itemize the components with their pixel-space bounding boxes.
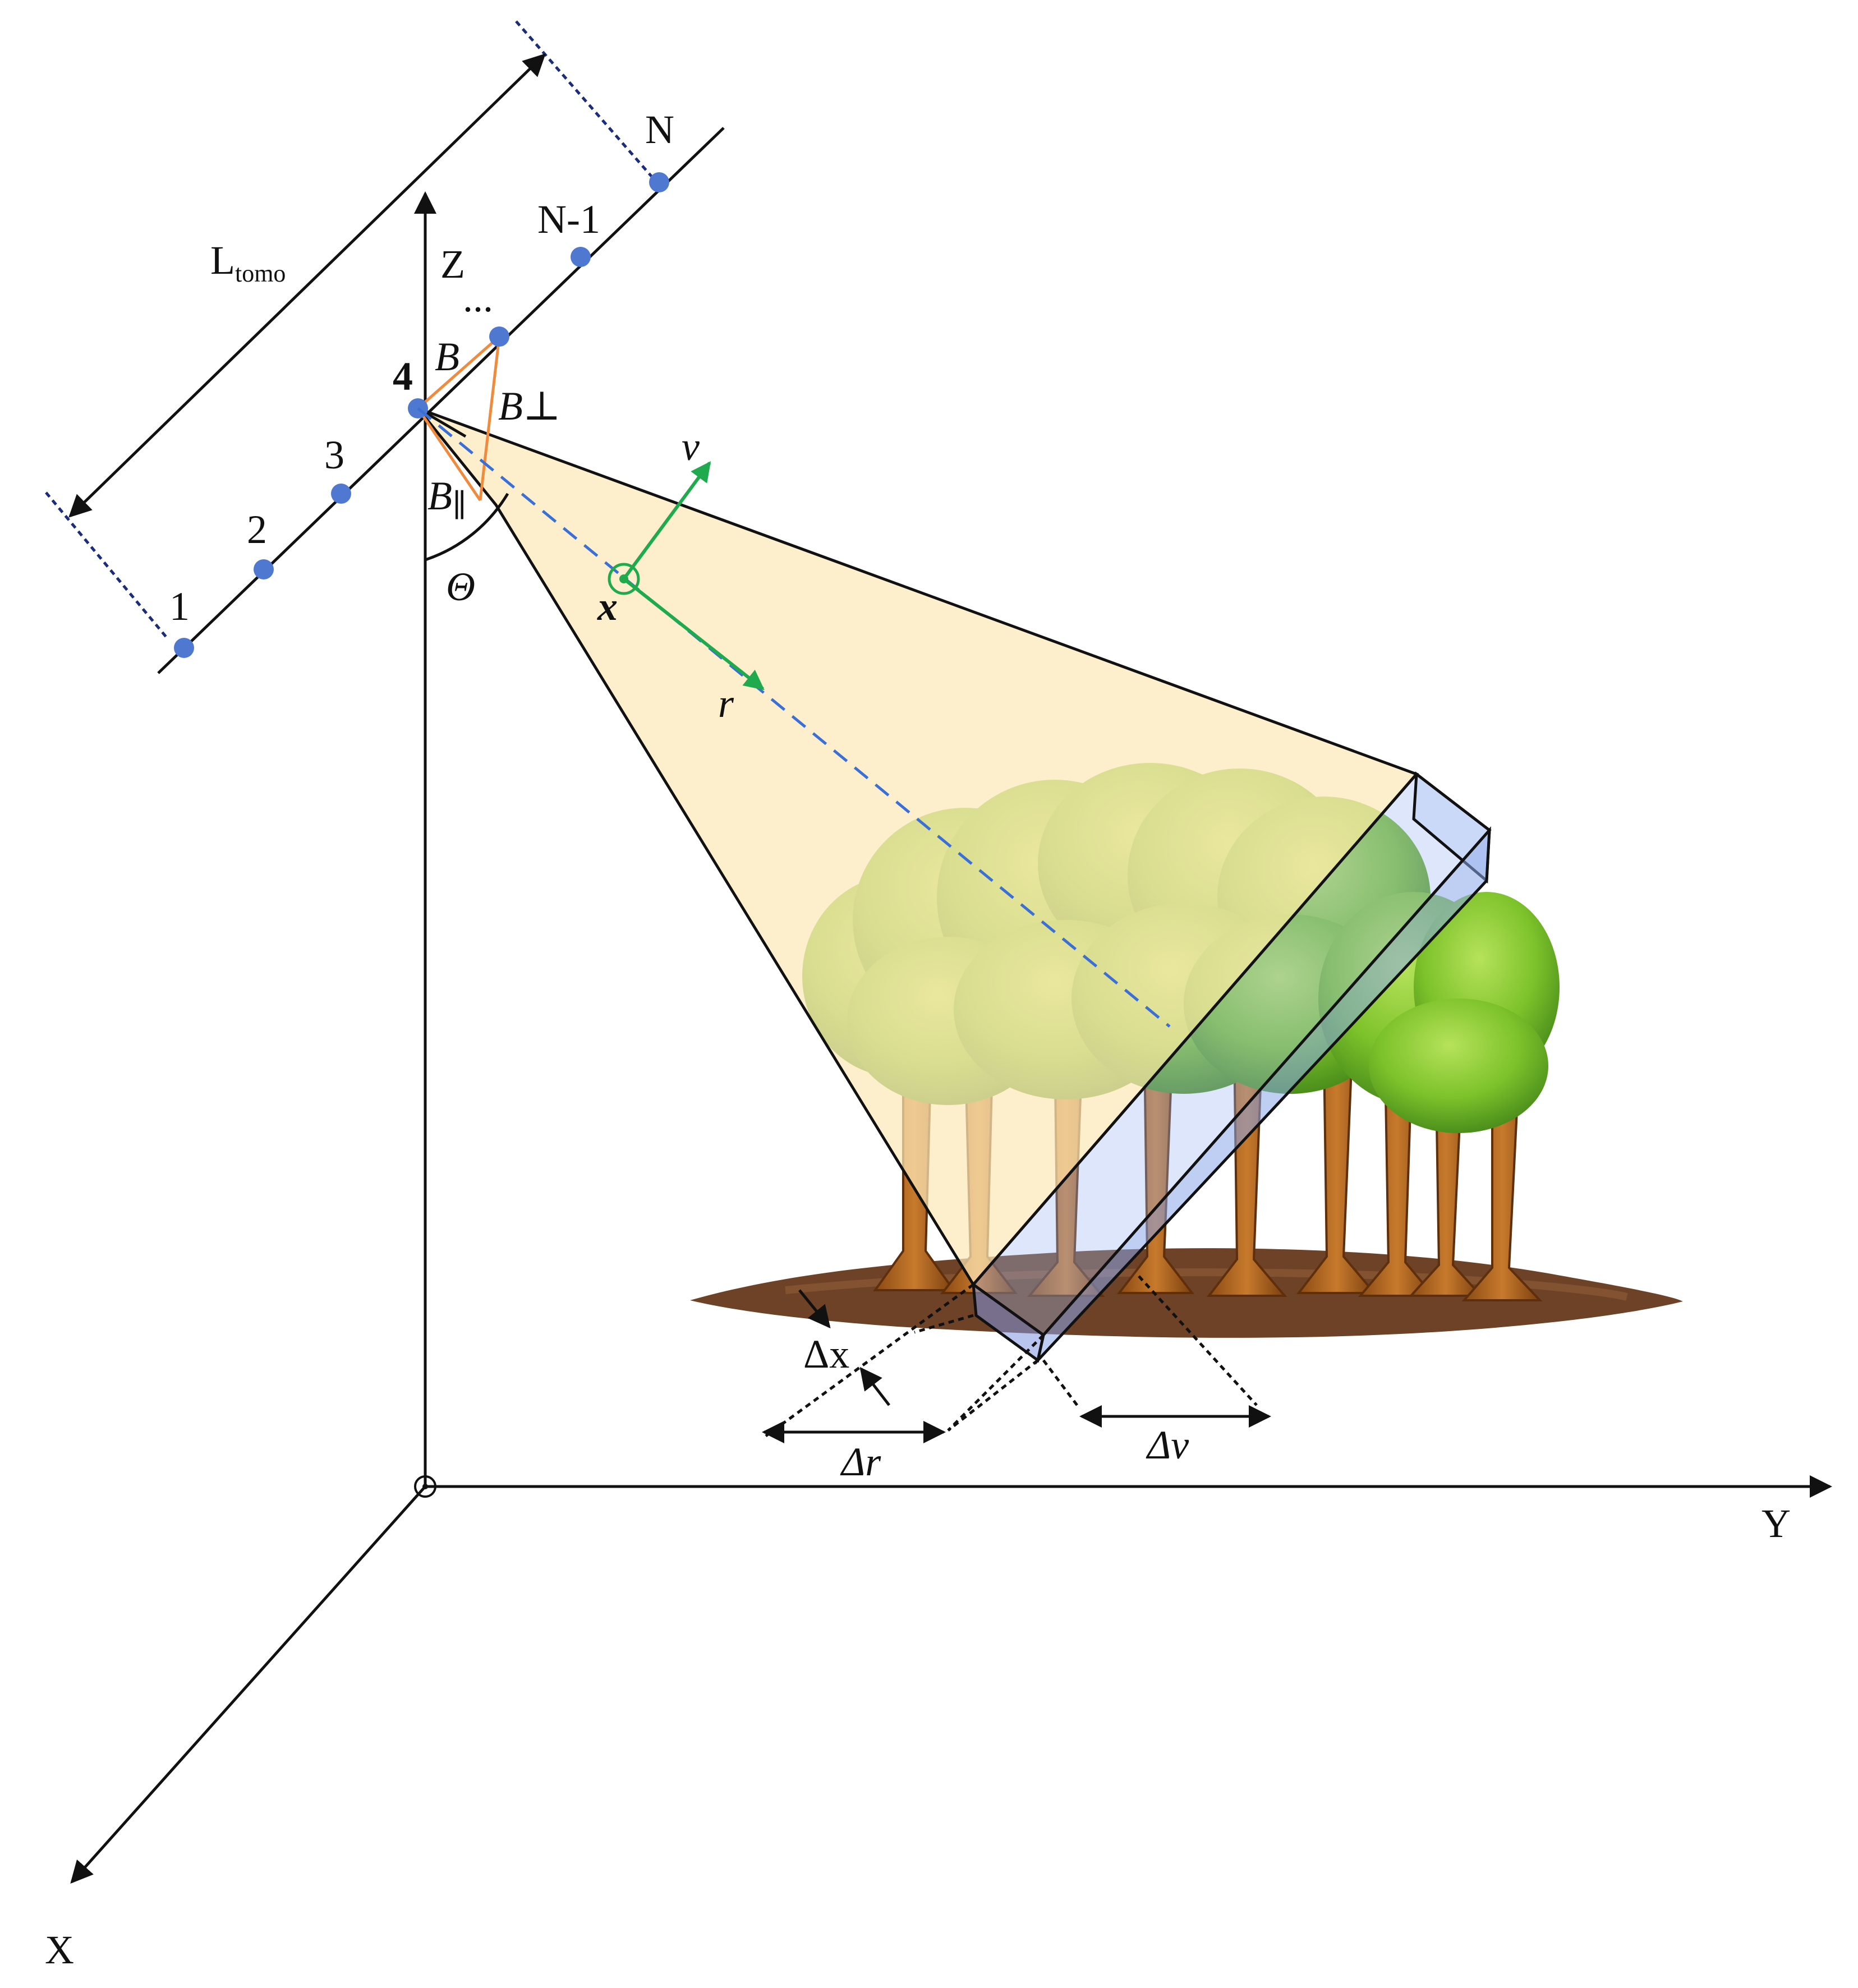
sensor-label-1: 1: [169, 584, 190, 629]
beam-wedge: [413, 405, 1419, 1287]
local-r-label: r: [718, 681, 734, 726]
dr-label: Δr: [840, 1439, 881, 1484]
local-x-label: x: [597, 584, 618, 629]
local-frame: x v r: [597, 424, 765, 726]
sensor-label-4: 4: [393, 354, 413, 399]
ltomo-arrow: [68, 53, 546, 518]
sensor-2: [254, 559, 274, 579]
baseline-b-label: B: [435, 334, 459, 379]
x-axis: [70, 1485, 426, 1884]
sensor-5: [489, 326, 509, 347]
baseline-par: [416, 407, 482, 501]
sensor-label-ellipsis: ...: [463, 275, 493, 320]
sensor-label-3: 3: [324, 432, 344, 477]
sensor-n: [649, 172, 669, 192]
local-v-label: v: [682, 424, 700, 469]
sensor-n-1: [571, 247, 591, 267]
dv-label: Δv: [1146, 1423, 1189, 1467]
ltomo-label: Ltomo: [210, 238, 286, 287]
sensor-label-n-1: N-1: [537, 197, 600, 242]
sensor-3: [331, 484, 351, 504]
line-of-sight: [417, 407, 1171, 1028]
r-axis-arrow: [623, 577, 765, 691]
baseline-triangle: [416, 335, 501, 501]
x-axis-out-of-page: [608, 563, 640, 595]
radar-beam: [413, 405, 1419, 1287]
sensor-label-2: 2: [247, 507, 267, 552]
dx-arrow-lower: [859, 1366, 890, 1406]
dx-label: Δx: [803, 1332, 849, 1377]
origin-marker: [414, 1475, 436, 1498]
baseline-perp: [479, 336, 501, 501]
incidence-angle-arc: [425, 493, 509, 562]
sensor-1: [174, 638, 194, 658]
v-axis-arrow: [622, 461, 711, 580]
baseline-par-label: B∥: [427, 473, 467, 523]
flight-track: Ltomo: [45, 20, 725, 674]
dx-arrow-upper: [798, 1289, 831, 1329]
y-axis-label: Y: [1762, 1501, 1791, 1546]
x-axis-label: X: [45, 1927, 74, 1972]
track-extent-upper: [515, 20, 660, 186]
track-extent-lower: [45, 491, 169, 641]
incidence-angle-label: Θ: [446, 564, 475, 609]
z-axis-label: Z: [440, 242, 465, 287]
resolution-dimensions: [762, 1275, 1271, 1443]
baseline-perp-label: B⊥: [498, 384, 561, 429]
sensor-labels: 1 2 3 4 ... N-1 N: [169, 107, 674, 629]
sensor-label-n: N: [645, 107, 674, 152]
baseline-b: [417, 335, 500, 409]
